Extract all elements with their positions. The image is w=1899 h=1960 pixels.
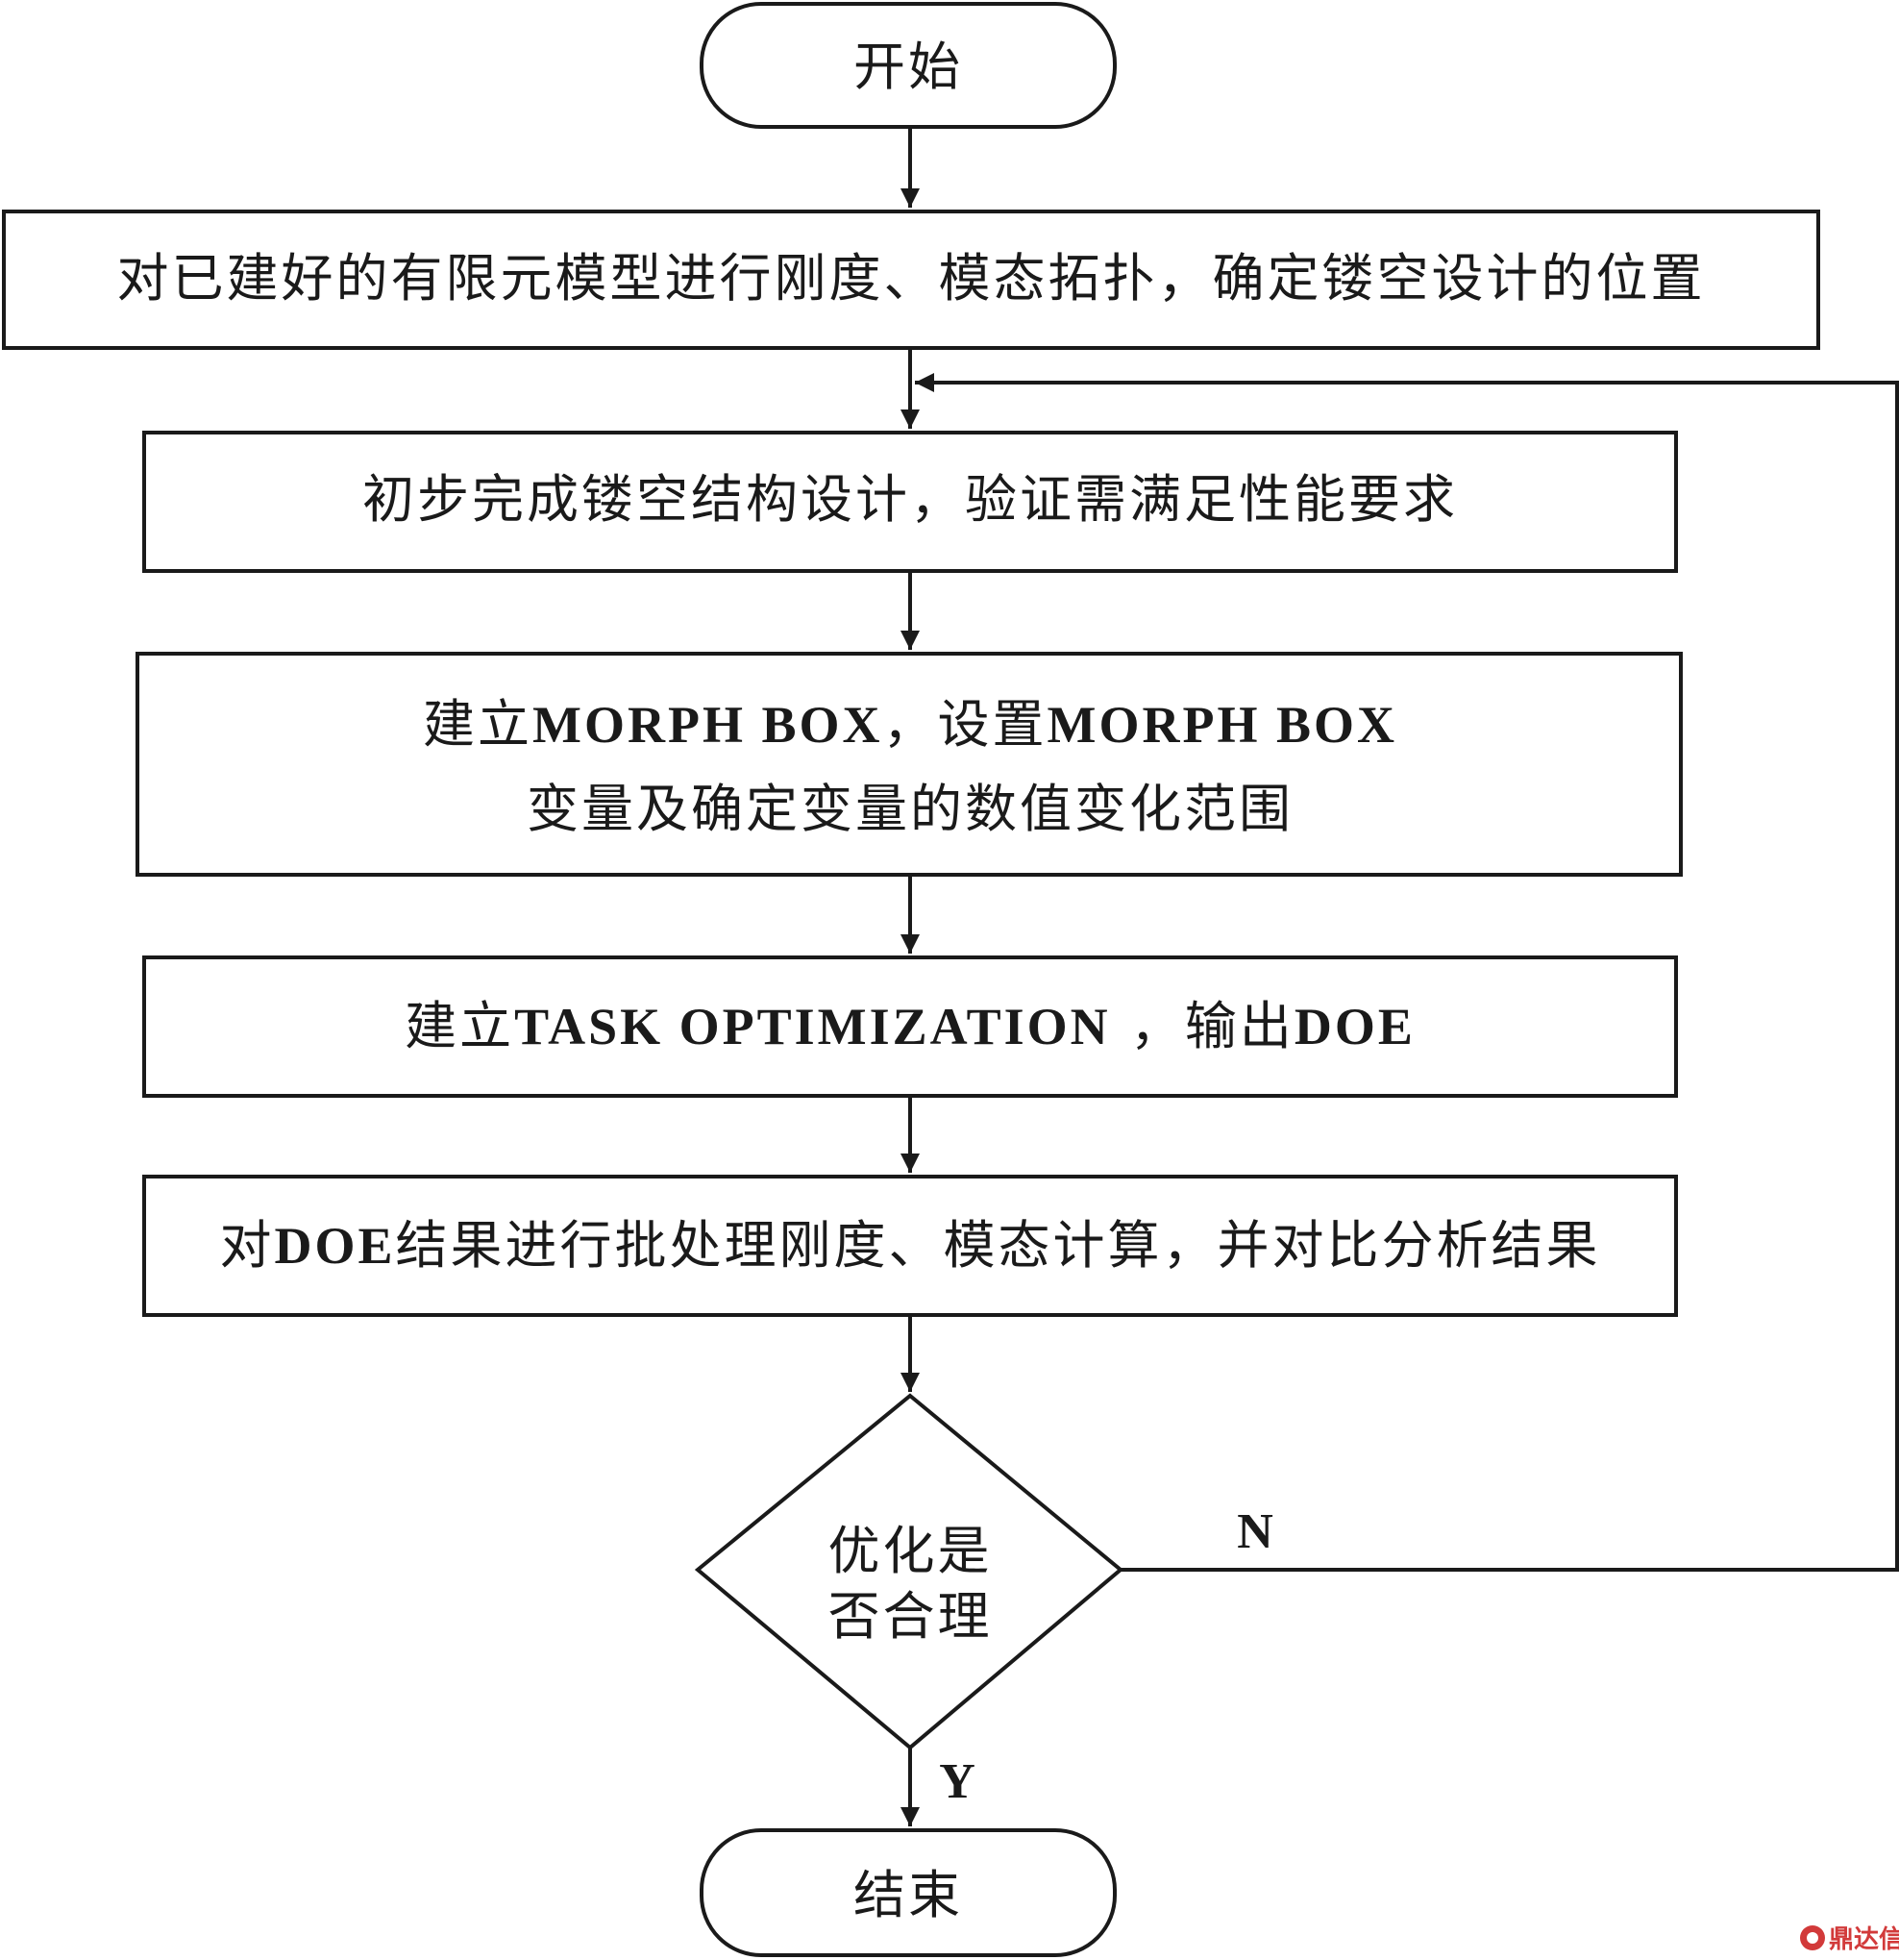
step3-morph-box-term-2: MORPH BOX xyxy=(1048,696,1397,754)
step2-box: 初步完成镂空结构设计，验证需满足性能要求 xyxy=(142,431,1678,573)
start-label: 开始 xyxy=(853,37,963,97)
step3-morph-box-term: MORPH BOX xyxy=(532,696,882,754)
step1-label: 对已建好的有限元模型进行刚度、模态拓扑，确定镂空设计的位置 xyxy=(117,248,1706,309)
step5-doe-term: DOE xyxy=(274,1217,395,1275)
watermark-logo: 鼎达信 xyxy=(1800,1925,1899,1954)
edge-label-no: N xyxy=(1237,1504,1273,1559)
step4-label: 建立TASK OPTIMIZATION ，输出DOE xyxy=(405,996,1416,1056)
step4-task-optimization-term: TASK OPTIMIZATION xyxy=(514,998,1111,1055)
step4-doe-term: DOE xyxy=(1295,998,1416,1055)
step4-prefix: 建立 xyxy=(405,996,514,1056)
step5-box: 对DOE结果进行批处理刚度、模态计算，并对比分析结果 xyxy=(142,1175,1678,1317)
step5-label: 对DOE结果进行批处理刚度、模态计算，并对比分析结果 xyxy=(219,1215,1600,1276)
step4-mid: ，输出 xyxy=(1111,996,1295,1056)
step3-box: 建立MORPH BOX，设置MORPH BOX 变量及确定变量的数值变化范围 xyxy=(136,652,1683,877)
end-label: 结束 xyxy=(853,1865,963,1925)
step3-prefix: 建立 xyxy=(423,694,532,755)
edge-label-yes: Y xyxy=(939,1754,975,1809)
decision-line2: 否合理 xyxy=(828,1586,993,1647)
decision-node: 优化是 否合理 xyxy=(694,1393,1124,1750)
step1-box: 对已建好的有限元模型进行刚度、模态拓扑，确定镂空设计的位置 xyxy=(2,210,1820,350)
step3-line2: 变量及确定变量的数值变化范围 xyxy=(527,779,1294,839)
step5-prefix: 对 xyxy=(219,1215,274,1276)
watermark-text: 鼎达信 xyxy=(1829,1925,1899,1954)
step2-label: 初步完成镂空结构设计，验证需满足性能要求 xyxy=(362,469,1458,530)
step3-line1: 建立MORPH BOX，设置MORPH BOX xyxy=(423,694,1397,755)
step3-mid: ，设置 xyxy=(883,694,1048,755)
end-node: 结束 xyxy=(700,1828,1117,1957)
loop-back-connector xyxy=(915,373,1899,1572)
step4-box: 建立TASK OPTIMIZATION ，输出DOE xyxy=(142,955,1678,1098)
step5-suffix: 结果进行批处理刚度、模态计算，并对比分析结果 xyxy=(396,1215,1601,1276)
start-node: 开始 xyxy=(700,2,1117,129)
decision-line1: 优化是 xyxy=(828,1521,993,1581)
